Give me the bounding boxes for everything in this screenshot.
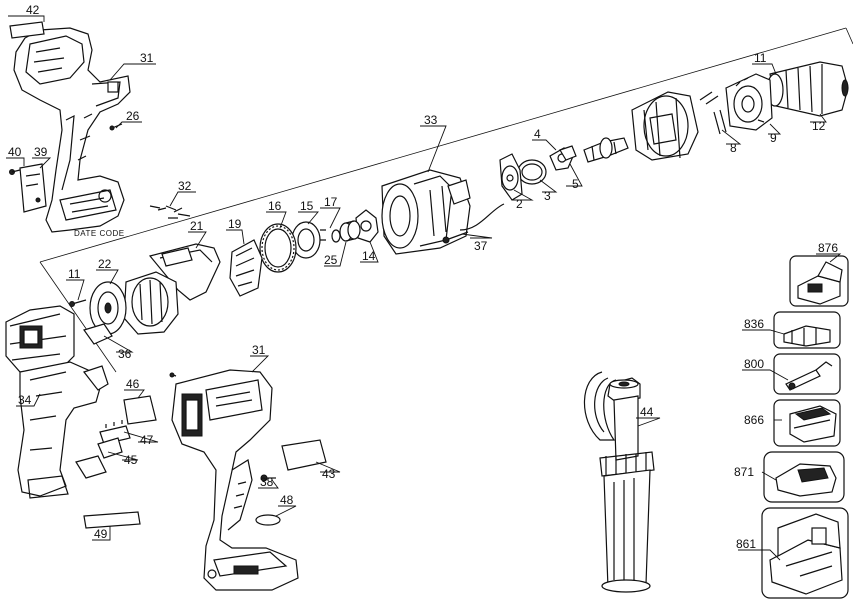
label-46 <box>123 395 157 425</box>
motor-stator <box>381 169 505 255</box>
label-31-top: 31 <box>140 51 154 65</box>
parts-4-5 <box>549 145 577 171</box>
label-3: 3 <box>544 189 551 203</box>
label-9: 9 <box>770 131 777 145</box>
assembly-frame-33 <box>39 27 853 373</box>
label-47: 47 <box>140 433 154 447</box>
label-16: 16 <box>268 199 282 213</box>
screw-26 <box>109 123 123 131</box>
label-11-top: 11 <box>754 51 767 65</box>
screw-11b <box>69 299 87 307</box>
side-handle-44 <box>583 371 655 593</box>
screws-32 <box>149 205 191 219</box>
label-876: 876 <box>818 241 838 255</box>
spindle-shaft <box>583 137 629 163</box>
label-39: 39 <box>34 145 48 159</box>
gearbox-housing-34 <box>5 305 109 499</box>
housing-half-bottom <box>169 369 299 591</box>
label-42: 42 <box>26 3 40 17</box>
label-836: 836 <box>744 317 764 331</box>
ring-3 <box>517 159 547 185</box>
label-48: 48 <box>280 493 294 507</box>
kit-800 <box>773 353 841 395</box>
label-866: 866 <box>744 413 764 427</box>
plate-14 <box>355 209 379 243</box>
label-4: 4 <box>534 127 541 141</box>
bearing-25 <box>339 220 361 242</box>
screw-38 <box>260 474 276 482</box>
housing-half-top <box>13 27 131 233</box>
label-5: 5 <box>572 177 579 191</box>
kit-861 <box>761 507 849 599</box>
washer-17 <box>318 229 341 243</box>
label-26: 26 <box>126 109 140 123</box>
label-36: 36 <box>118 347 132 361</box>
clip-40-39 <box>9 163 47 213</box>
label-49: 49 <box>94 527 108 541</box>
label-800: 800 <box>744 357 764 371</box>
label-46: 46 <box>126 377 140 391</box>
screw-37 <box>442 231 469 244</box>
gear-case-drum <box>631 91 699 161</box>
label-2: 2 <box>516 197 523 211</box>
circuit-board-19 <box>229 239 263 297</box>
label-15: 15 <box>300 199 314 213</box>
label-40: 40 <box>8 145 22 159</box>
label-871: 871 <box>734 465 754 479</box>
leader-lines <box>6 15 842 561</box>
label-34: 34 <box>18 393 32 407</box>
chuck-12 <box>766 61 849 117</box>
kit-866 <box>773 399 841 447</box>
switch-36 <box>83 323 113 345</box>
label-21: 21 <box>190 219 204 233</box>
kit-871 <box>763 451 845 503</box>
label-38: 38 <box>260 475 274 489</box>
fan-22 <box>89 281 127 335</box>
label-8: 8 <box>730 141 737 155</box>
label-19: 19 <box>228 217 242 231</box>
ring-gear-16 <box>259 223 297 273</box>
label-17: 17 <box>324 195 338 209</box>
label-48 <box>255 514 281 526</box>
label-33: 33 <box>424 113 438 127</box>
label-25: 25 <box>324 253 338 267</box>
label-37: 37 <box>474 239 488 253</box>
label-45: 45 <box>124 453 138 467</box>
label-43: 43 <box>322 467 336 481</box>
label-14: 14 <box>362 249 376 263</box>
pins-8 <box>699 91 727 135</box>
kit-876 <box>789 255 849 307</box>
label-861: 861 <box>736 537 756 551</box>
label-31-bottom: 31 <box>252 343 266 357</box>
fan-rotor <box>123 271 179 335</box>
label-49 <box>83 511 141 529</box>
label-43 <box>281 439 327 471</box>
date-code-label: DATE CODE <box>74 229 125 238</box>
label-32: 32 <box>178 179 192 193</box>
label-22: 22 <box>98 257 112 271</box>
plate-2 <box>499 153 523 201</box>
part-labels: 42 31 26 40 39 32 DATE CODE 33 11 12 9 8… <box>8 3 838 551</box>
label-plate-42 <box>9 21 45 39</box>
parts-45-47 <box>75 420 131 479</box>
kit-836 <box>773 311 841 349</box>
gear-housing-9 <box>725 73 773 131</box>
bracket-21 <box>148 243 221 301</box>
label-11-left: 11 <box>68 267 81 281</box>
label-12: 12 <box>812 119 826 133</box>
label-44: 44 <box>640 405 654 419</box>
